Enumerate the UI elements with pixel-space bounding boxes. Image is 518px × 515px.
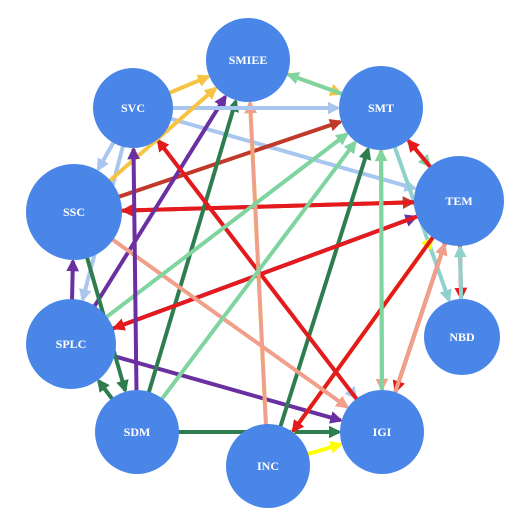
edge-tem-to-inc	[291, 234, 436, 434]
node-inc-circle	[226, 424, 310, 508]
edge-splc-to-igi	[111, 353, 344, 424]
edge-sdm-to-smt	[159, 140, 357, 402]
node-ssc-circle	[26, 164, 122, 260]
node-igi-label: IGI	[373, 425, 392, 439]
node-smt-circle	[339, 66, 423, 150]
edge-svc-to-smiee	[167, 74, 211, 96]
edges-layer	[66, 71, 468, 457]
edge-ssc-to-smt	[116, 119, 343, 200]
node-splc-circle	[26, 299, 116, 389]
node-nbd[interactable]: NBD	[424, 299, 500, 375]
edge-inc-to-igi	[305, 441, 344, 457]
node-igi[interactable]: IGI	[340, 390, 424, 474]
edge-sdm-to-smiee	[146, 98, 239, 395]
edge-svc-to-tem	[168, 116, 418, 192]
node-sdm-circle	[95, 390, 179, 474]
node-ssc-label: SSC	[63, 205, 85, 219]
edge-igi-to-smt	[374, 148, 388, 393]
node-svc-label: SVC	[121, 101, 145, 115]
node-sdm[interactable]: SDM	[95, 390, 179, 474]
edge-ssc-to-igi	[110, 237, 350, 409]
edge-splc-to-ssc	[66, 258, 80, 302]
edge-tem-to-splc	[111, 214, 420, 331]
nodes-layer: SMIEE SVC SMT SSC TEM NBD SPLC SDM	[26, 18, 504, 508]
edge-splc-to-smt	[103, 132, 349, 320]
node-ssc[interactable]: SSC	[26, 164, 122, 260]
edge-tem-to-smt	[406, 138, 433, 170]
node-igi-circle	[340, 390, 424, 474]
edge-sdm-to-svc	[127, 146, 141, 393]
node-smt-label: SMT	[368, 101, 394, 115]
edge-nbd-to-tem	[453, 244, 467, 302]
edge-tem-to-ssc	[120, 200, 417, 217]
node-inc-label: INC	[257, 459, 279, 473]
node-smiee[interactable]: SMIEE	[206, 18, 290, 102]
node-nbd-circle	[424, 299, 500, 375]
node-smiee-circle	[206, 18, 290, 102]
edge-svc-to-ssc	[96, 140, 116, 172]
node-tem-label: TEM	[445, 194, 472, 208]
node-tem-circle	[414, 156, 504, 246]
node-svc[interactable]: SVC	[93, 68, 173, 148]
edge-sdm-to-splc	[96, 378, 115, 402]
node-nbd-label: NBD	[449, 330, 475, 344]
node-tem[interactable]: TEM	[414, 156, 504, 246]
edge-igi-to-tem	[392, 242, 448, 395]
edge-inc-to-smt	[278, 146, 372, 429]
edge-smt-to-smiee	[285, 72, 345, 97]
node-smt[interactable]: SMT	[339, 66, 423, 150]
node-splc[interactable]: SPLC	[26, 299, 116, 389]
node-inc[interactable]: INC	[226, 424, 310, 508]
edge-inc-to-smiee	[244, 100, 268, 427]
node-sdm-label: SDM	[124, 425, 151, 439]
node-splc-label: SPLC	[56, 337, 87, 351]
node-svc-circle	[93, 68, 173, 148]
node-smiee-label: SMIEE	[229, 53, 268, 67]
edge-splc-to-smiee	[92, 94, 227, 309]
